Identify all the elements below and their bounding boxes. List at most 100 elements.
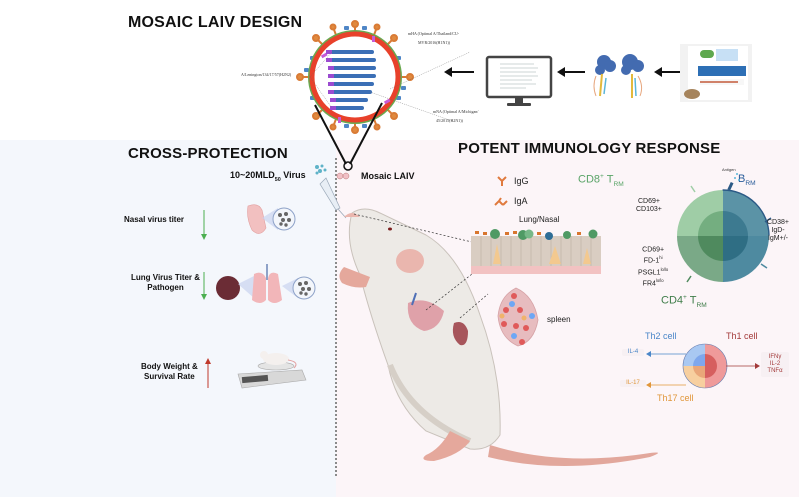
design-title: MOSAIC LAIV DESIGN	[128, 14, 303, 31]
nasal-tissue-icon	[247, 204, 296, 234]
cd4-trm-label: CD4+ TRM	[661, 294, 707, 309]
cd4-marker-sup: hi	[659, 255, 663, 261]
th1-cell-label: Th1 cell	[726, 331, 758, 341]
mouse-tail	[488, 445, 658, 466]
mouse-lung-organ	[407, 300, 444, 331]
arrow-left-icon	[557, 67, 585, 77]
mouse-front-paw	[339, 267, 370, 288]
cd8-trm-sub: RM	[613, 180, 624, 188]
cd8-markers: CD69+ CD103+	[636, 198, 662, 214]
virus-label-backbone: A/Lenington/134/17/57(H2N2)	[241, 72, 292, 77]
igg-label: IgG	[514, 176, 529, 186]
protein-structure-icon	[593, 54, 644, 98]
iga-antibody-icon	[494, 197, 508, 206]
cd8-marker: CD103+	[636, 206, 662, 213]
section-divider	[335, 158, 337, 476]
mouse-illustration	[339, 208, 658, 466]
connector-lines	[353, 213, 489, 319]
cd4-marker-base: FR4	[642, 280, 656, 288]
nasal-titer-label: Nasal virus titer	[124, 215, 185, 224]
cd8-marker: CD69+	[637, 198, 660, 205]
spleen-tissue	[497, 287, 539, 347]
challenge-dose-suffix: Virus	[280, 170, 306, 180]
brm-sub: RM	[745, 180, 756, 188]
virus-particles-icon	[315, 164, 327, 175]
immunology-title: POTENT IMMUNOLOGY RESPONSE	[458, 140, 721, 157]
database-screen-icon	[680, 44, 752, 102]
arrow-down-green-icon	[201, 210, 207, 240]
cd4-marker: CD69+	[638, 243, 668, 254]
lung-pathology-icon	[216, 264, 316, 303]
cd8-trm-label: CD8+ TRM	[578, 173, 624, 188]
lung-nasal-label: Lung/Nasal	[519, 215, 560, 224]
cytokine-tnfa: TNFα	[767, 368, 783, 374]
il17-arrow-icon	[646, 382, 686, 388]
lung-titer-label-line2: Pathogen	[147, 283, 184, 292]
cd4-marker: FD-1hi	[638, 254, 668, 265]
arrow-down-green-icon	[201, 272, 207, 300]
cd8-trm-sup: +	[600, 173, 604, 180]
b-markers: CD38+ IgD- IgM+/-	[767, 219, 789, 243]
mouse-spleen-organ	[452, 322, 468, 346]
cd8-trm-base: CD8	[578, 173, 601, 186]
arrow-left-icon	[654, 67, 682, 77]
cytokine-ifng: IFNγ	[768, 354, 782, 360]
rna-segments	[326, 50, 376, 110]
lung-titer-label-line1: Lung Virus Titer &	[131, 273, 201, 282]
cd8-trm-mid: T	[603, 173, 614, 186]
mouse-ear	[396, 249, 424, 273]
cd4-marker: PSGL1lo/lo	[638, 266, 668, 277]
body-weight-label-line1: Body Weight &	[141, 362, 198, 371]
virus-label-mha-line2: MVR/2016(H1N1))	[418, 40, 450, 45]
th17-cell-label: Th17 cell	[657, 393, 694, 403]
cd4-trm-sub: RM	[696, 301, 707, 309]
b-marker: CD38+	[767, 219, 789, 226]
virus-spikes	[296, 20, 414, 134]
cd4-marker-sup: lo/lo	[660, 266, 669, 272]
cd4-trm-mid: T	[686, 294, 697, 307]
mouse-hind-foot	[423, 431, 470, 461]
trm-cell-diagram	[676, 173, 772, 283]
il17-box: IL-17	[620, 380, 646, 387]
body-weight-label: Body Weight & Survival Rate	[141, 362, 198, 382]
th1-arrow-icon	[726, 363, 760, 369]
body-weight-label-line2: Survival Rate	[144, 372, 195, 381]
cd4-markers: CD69+ FD-1hi PSGL1lo/lo FR4lo/lo	[638, 243, 668, 288]
antigen-label: Antigen	[722, 167, 736, 172]
computer-monitor-icon	[485, 55, 553, 106]
il4-box: IL-4	[622, 349, 644, 356]
virus-label-mha-line1: mHA (Optimal A/Thailand/CU-	[408, 31, 460, 36]
cd4-marker-base: PSGL1	[638, 268, 661, 276]
mosaic-laiv-label: Mosaic LAIV	[361, 171, 415, 181]
spleen-label: spleen	[547, 315, 571, 324]
lung-nasal-epithelium	[471, 229, 601, 274]
igg-antibody-icon	[497, 176, 507, 186]
b-marker: IgD-	[771, 227, 785, 234]
cross-protection-panel	[0, 140, 336, 497]
cd4-marker-base: CD69+	[642, 246, 665, 254]
il4-arrow-icon	[646, 351, 686, 357]
iga-label: IgA	[514, 196, 528, 206]
challenge-dose-prefix: 10~20MLD	[230, 170, 275, 180]
brm-base: B	[738, 173, 746, 185]
mosaic-virus-icon	[296, 20, 471, 134]
cd4-marker-base: FD-1	[643, 257, 660, 265]
th2-cell-label: Th2 cell	[645, 331, 677, 341]
th1-cytokines-box: IFNγ IL-2 TNFα	[761, 352, 789, 377]
zoom-lines	[314, 102, 383, 171]
th-cell-diagram	[682, 343, 728, 389]
arrow-up-red-icon	[205, 358, 211, 388]
lung-titer-label: Lung Virus Titer & Pathogen	[131, 273, 200, 293]
cd4-trm-sup: +	[683, 294, 687, 301]
brm-label: BRM	[738, 173, 756, 187]
weighing-scale-mouse-icon	[237, 351, 307, 389]
b-marker: IgM+/-	[767, 235, 789, 242]
virus-label-mna-line1: mNA (Optimal A/Michigan/	[433, 109, 479, 114]
virus-label-mna-line2: 45/2015(H1N1))	[436, 118, 463, 123]
cd4-trm-base: CD4	[661, 294, 684, 307]
challenge-dose-label: 10~20MLD50 Virus	[230, 170, 306, 183]
challenge-dose-sub: 50	[274, 176, 281, 183]
arrow-left-icon	[444, 67, 474, 77]
cross-protection-title: CROSS-PROTECTION	[128, 145, 288, 162]
cd4-marker: FR4lo/lo	[638, 277, 668, 288]
